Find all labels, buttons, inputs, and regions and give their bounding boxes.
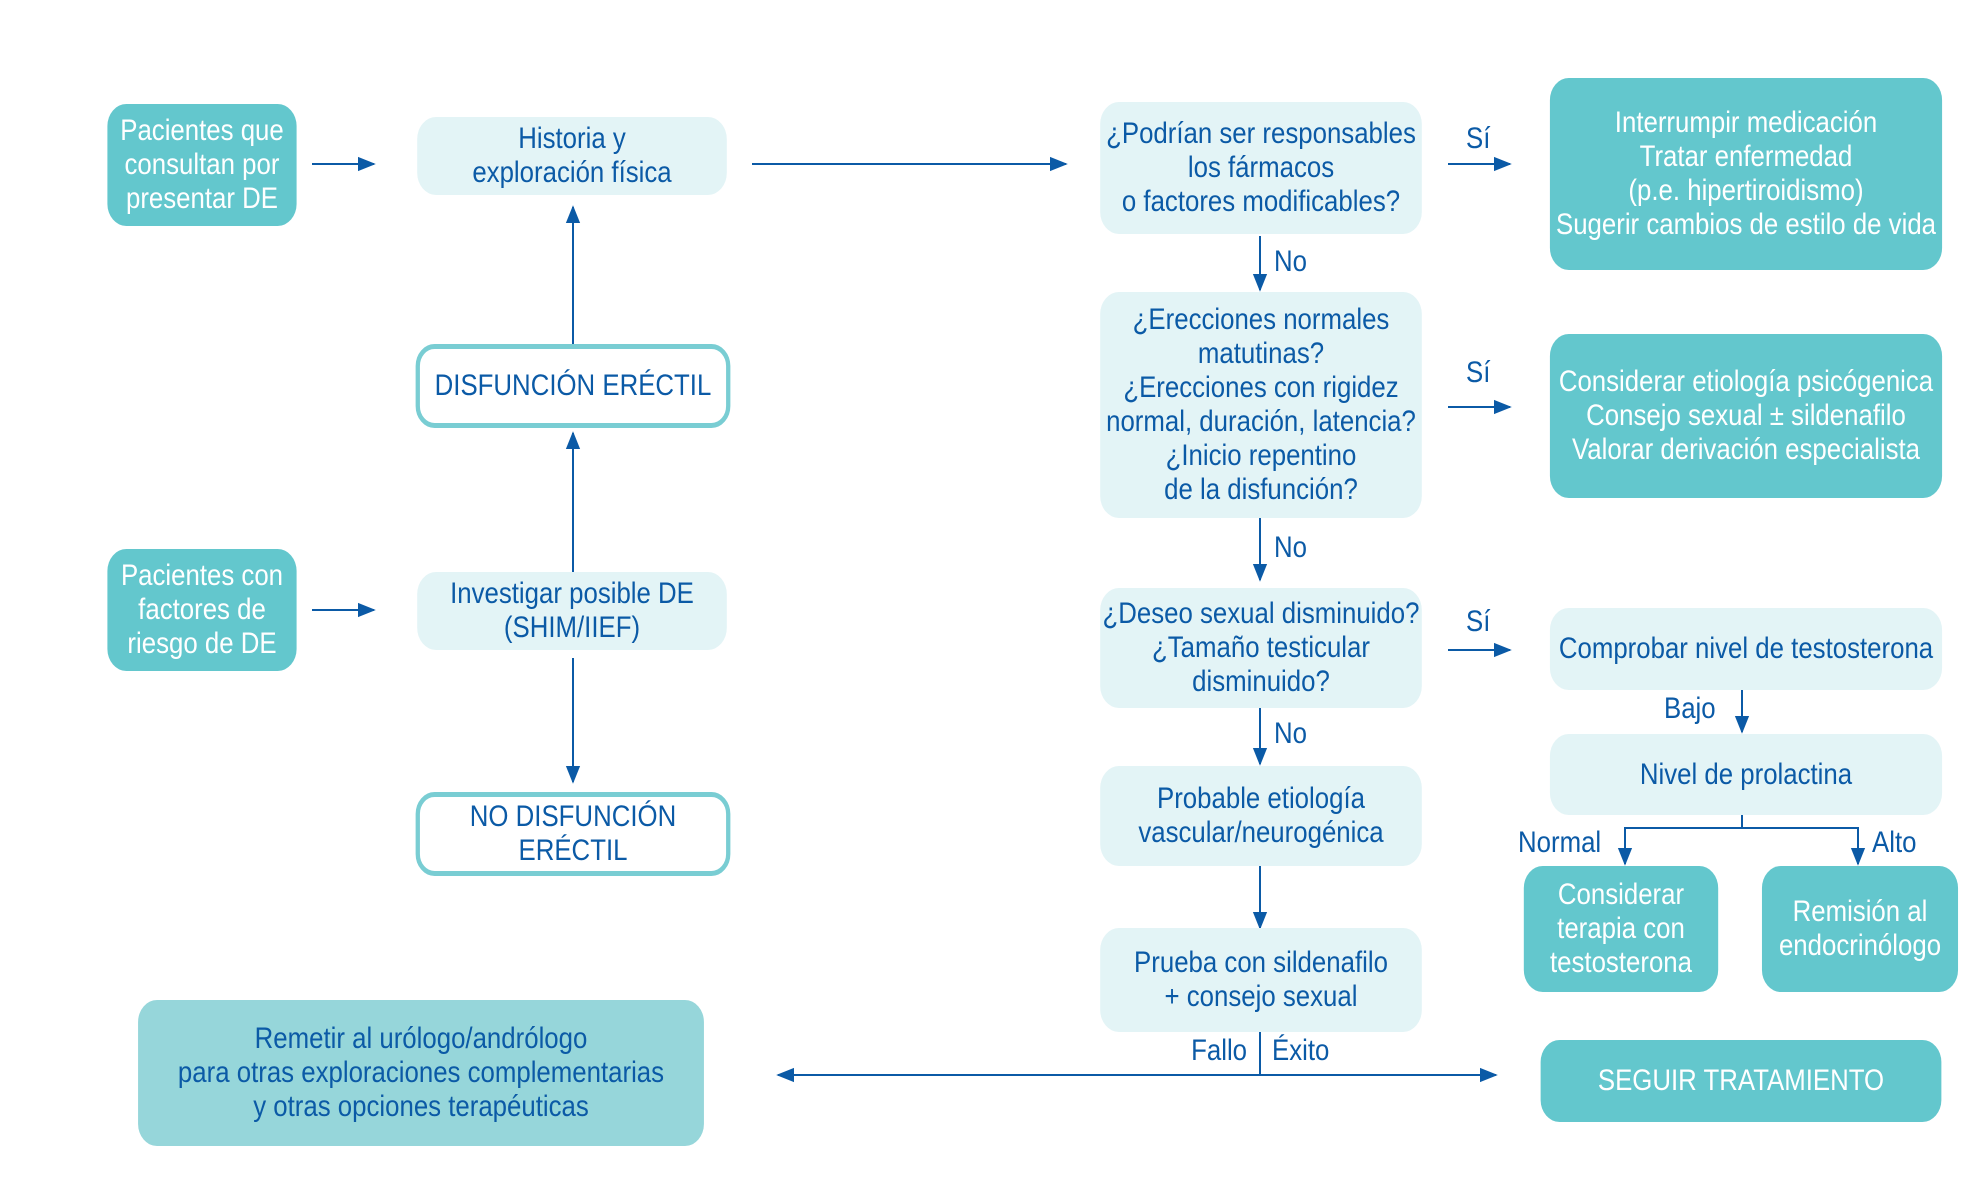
risk-patients-text: Pacientes con factores de riesgo de DE [120,559,284,660]
testosterone-check-text: Comprobar nivel de testosterona [1558,632,1934,665]
stop-medication-box: Interrumpir medicación Tratar enfermedad… [1549,78,1943,270]
label-desire-yes: Sí [1466,605,1491,638]
arrow-prolactin-normal [1617,815,1743,866]
vascular-etiology-box: Probable etiología vascular/neurogénica [1100,766,1422,866]
label-erections-no: No [1274,531,1307,564]
testosterone-check-box: Comprobar nivel de testosterona [1549,608,1943,690]
history-exam-text: Historia y exploración física [472,122,672,189]
prolactin-text: Nivel de prolactina [1639,757,1853,791]
label-drugs-yes: Sí [1466,122,1491,155]
continue-treatment-box: SEGUIR TRATAMIENTO [1540,1040,1942,1122]
erections-question-text: ¿Erecciones normales matutinas? ¿Ereccio… [1106,303,1416,506]
label-high: Alto [1872,826,1917,859]
sildenafil-trial-box: Prueba con sildenafilo + consejo sexual [1100,928,1422,1032]
drugs-question-box: ¿Podrían ser responsables los fármacos o… [1100,102,1422,234]
consult-patients-text: Pacientes que consultan por presentar DE [120,114,284,215]
sildenafil-trial-text: Prueba con sildenafilo + consejo sexual [1134,946,1388,1013]
risk-patients-box: Pacientes con factores de riesgo de DE [107,549,297,671]
label-success: Éxito [1272,1034,1330,1067]
refer-urologist-text: Remetir al urólogo/andrólogo para otras … [177,1022,665,1123]
drugs-question-text: ¿Podrían ser responsables los fármacos o… [1106,117,1416,218]
investigate-de-text: Investigar posible DE (SHIM/IIEF) [450,577,694,644]
testosterone-therapy-box: Considerar terapia con testosterona [1523,866,1719,992]
no-erectile-dysfunction-text: NO DISFUNCIÓN ERÉCTIL [469,800,677,867]
endocrinologist-text: Remisión al endocrinólogo [1778,895,1942,962]
label-low: Bajo [1664,692,1716,725]
label-erections-yes: Sí [1466,356,1491,389]
prolactin-box: Nivel de prolactina [1549,734,1943,815]
erectile-dysfunction-text: DISFUNCIÓN ERÉCTIL [434,369,712,402]
endocrinologist-box: Remisión al endocrinólogo [1761,866,1959,992]
refer-urologist-box: Remetir al urólogo/andrólogo para otras … [138,1000,704,1146]
testosterone-therapy-text: Considerar terapia con testosterona [1549,878,1692,979]
continue-treatment-text: SEGUIR TRATAMIENTO [1597,1064,1885,1097]
label-desire-no: No [1274,717,1307,750]
desire-question-text: ¿Deseo sexual disminuido? ¿Tamaño testic… [1102,597,1420,698]
psychogenic-box: Considerar etiología psicógenica Consejo… [1549,334,1943,498]
vascular-etiology-text: Probable etiología vascular/neurogénica [1138,782,1384,849]
no-erectile-dysfunction-box: NO DISFUNCIÓN ERÉCTIL [415,792,731,876]
erectile-dysfunction-box: DISFUNCIÓN ERÉCTIL [415,344,731,428]
consult-patients-box: Pacientes que consultan por presentar DE [107,104,297,226]
investigate-de-box: Investigar posible DE (SHIM/IIEF) [417,572,727,650]
stop-medication-text: Interrumpir medicación Tratar enfermedad… [1555,106,1937,241]
erections-question-box: ¿Erecciones normales matutinas? ¿Ereccio… [1100,292,1422,518]
desire-question-box: ¿Deseo sexual disminuido? ¿Tamaño testic… [1100,588,1422,708]
history-exam-box: Historia y exploración física [417,117,727,195]
psychogenic-text: Considerar etiología psicógenica Consejo… [1558,365,1934,466]
arrow-prolactin-high [1742,827,1866,866]
label-drugs-no: No [1274,245,1307,278]
label-normal: Normal [1518,826,1602,859]
label-failure: Fallo [1191,1034,1247,1067]
